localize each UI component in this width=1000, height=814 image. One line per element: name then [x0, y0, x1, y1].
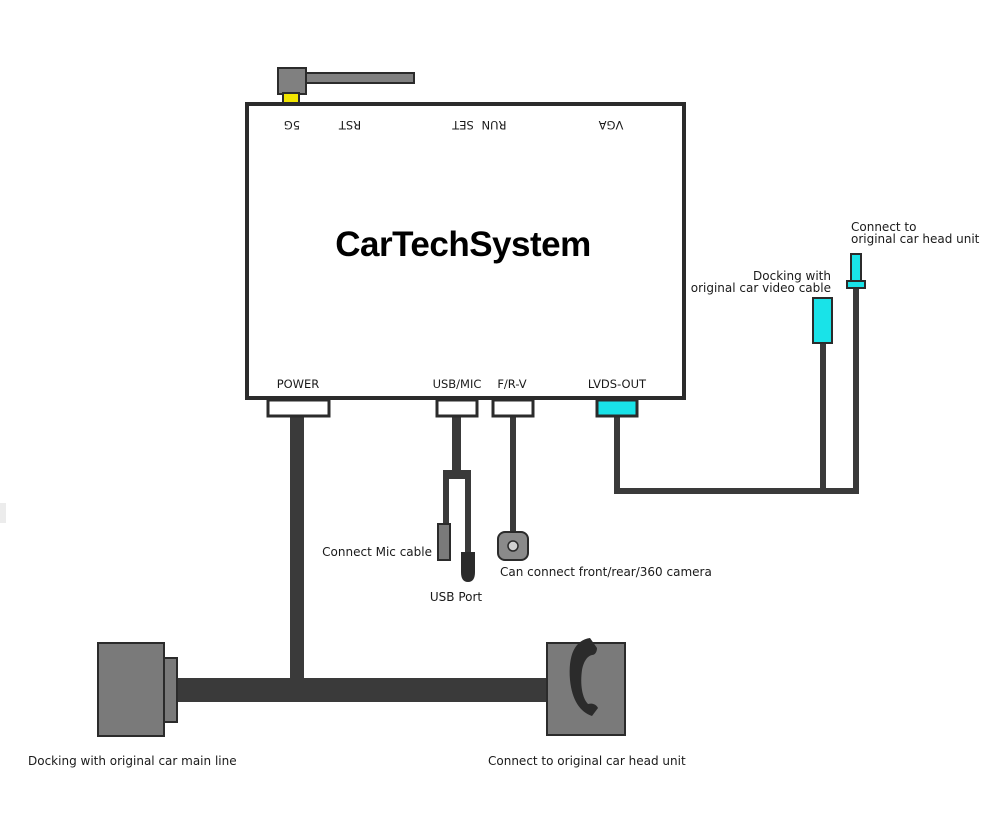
bottom-ports — [266, 398, 639, 418]
label-fr-v: F/R-V — [497, 377, 526, 391]
headunit-connector-top — [850, 253, 862, 283]
power-cable — [290, 416, 304, 682]
camera-icon — [497, 531, 529, 561]
label-rst: RST — [338, 118, 361, 132]
usb-mic-split — [443, 470, 471, 479]
bottom-port-labels: POWER USB/MIC F/R-V LVDS-OUT — [277, 377, 647, 391]
label-connect-head-unit-top-line2: original car head unit — [851, 232, 980, 246]
main-box — [245, 102, 686, 400]
usb-plug — [461, 552, 475, 582]
label-camera: Can connect front/rear/360 camera — [500, 565, 712, 579]
camera-cable — [510, 416, 516, 534]
headunit-cable-vertical — [853, 288, 859, 493]
mic-branch-cable — [443, 470, 449, 524]
label-mic-cable: Connect Mic cable — [322, 545, 432, 559]
label-power: POWER — [277, 377, 320, 391]
usb-mic-cable — [452, 416, 461, 474]
video-cable-vertical — [820, 343, 826, 493]
lvds-out-port — [595, 398, 639, 418]
main-line-connector — [97, 642, 178, 737]
power-port — [266, 398, 331, 418]
label-vga: VGA — [599, 118, 624, 132]
mic-plug — [437, 523, 451, 561]
lvds-cable-horizontal — [614, 488, 859, 494]
top-port-labels: 5G RST SET RUN VGA — [284, 118, 623, 132]
label-docking-video-line1: Docking with — [753, 269, 831, 283]
head-unit-connector — [546, 638, 626, 736]
label-connect-head-unit-top-line1: Connect to — [851, 220, 916, 234]
label-run: RUN — [481, 118, 506, 132]
annotations: Connect to original car head unit Dockin… — [28, 220, 980, 768]
usb-branch-cable — [465, 470, 471, 552]
antenna-icon — [277, 67, 415, 106]
edge-mark — [0, 503, 6, 523]
usb-mic-port — [435, 398, 479, 418]
label-main-line: Docking with original car main line — [28, 754, 237, 768]
label-docking-video-line2: original car video cable — [691, 281, 831, 295]
video-cable-connector — [812, 297, 833, 344]
brand-title: CarTechSystem — [335, 225, 590, 264]
headunit-connector-collar — [846, 280, 866, 289]
label-5g: 5G — [284, 118, 300, 132]
label-set: SET — [451, 118, 474, 132]
label-lvds-out: LVDS-OUT — [588, 377, 647, 391]
label-usb-mic: USB/MIC — [433, 377, 482, 391]
label-head-unit-bottom: Connect to original car head unit — [488, 754, 686, 768]
phone-handset-icon — [569, 638, 598, 716]
fr-v-port — [491, 398, 535, 418]
label-usb-port: USB Port — [430, 590, 483, 604]
cables — [176, 288, 859, 702]
lvds-cable-down — [614, 416, 620, 494]
main-trunk-cable — [176, 678, 548, 702]
